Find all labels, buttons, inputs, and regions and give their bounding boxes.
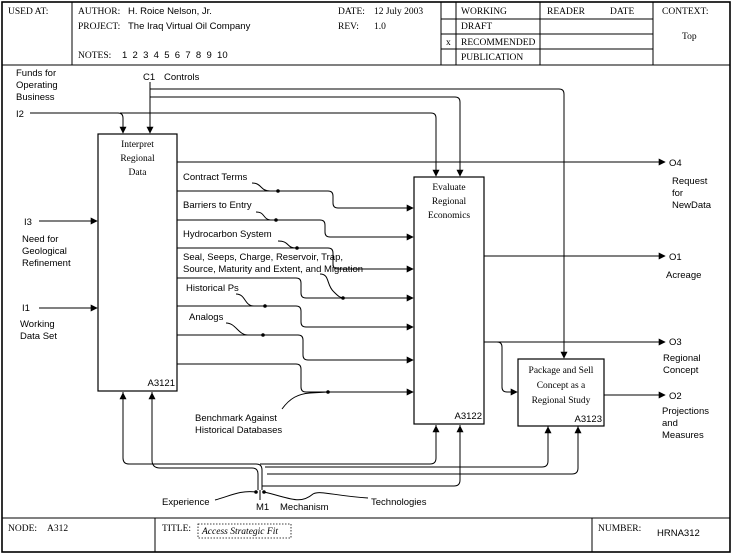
context-value: Top <box>682 32 697 42</box>
date-label: DATE: <box>338 7 365 17</box>
input-i1-desc: Data Set <box>20 331 57 342</box>
input-i3-code: I3 <box>24 217 32 228</box>
input-i1-desc: Working <box>20 319 55 330</box>
control-c1-label: Controls <box>164 72 200 83</box>
mechanism-technologies: Technologies <box>371 497 427 508</box>
context-label: CONTEXT: <box>662 7 709 17</box>
output-o3-desc: Concept <box>663 365 699 376</box>
status-working: WORKING <box>461 7 507 17</box>
output-o1-desc: Acreage <box>666 270 701 281</box>
number-value: HRNA312 <box>657 528 700 539</box>
project-value: The Iraq Virtual Oil Company <box>128 21 251 32</box>
output-o1-code: O1 <box>669 252 682 263</box>
input-i3-desc: Geological <box>22 246 67 257</box>
notes-numbers: 1 2 3 4 5 6 7 8 9 10 <box>122 50 228 61</box>
activity-title-line: Evaluate <box>432 183 465 193</box>
output-o2-desc: Projections <box>662 406 709 417</box>
notes-label: NOTES: <box>78 51 111 61</box>
label-historical-ps: Historical Ps <box>186 283 239 294</box>
activity-title-line: Economics <box>428 211 471 221</box>
project-label: PROJECT: <box>78 22 120 32</box>
output-o4-desc: Request <box>672 176 708 187</box>
activity-box-interpret[interactable]: Interpret Regional Data A3121 <box>97 133 178 392</box>
activity-number: A3122 <box>455 411 482 422</box>
activity-title-line: Concept as a <box>537 381 586 391</box>
footer-frame <box>2 517 730 552</box>
used-at-label: USED AT: <box>8 7 48 17</box>
mechanism-label: Mechanism <box>280 502 329 513</box>
rev-label: REV: <box>338 22 359 32</box>
label-hydrocarbon: Hydrocarbon System <box>183 229 272 240</box>
label-benchmark: Historical Databases <box>195 425 282 436</box>
output-o2-desc: and <box>662 418 678 429</box>
leader-dots <box>254 189 345 494</box>
input-i3-desc: Need for <box>22 234 58 245</box>
output-o4-desc: for <box>672 188 683 199</box>
node-label: NODE: <box>8 524 37 534</box>
title-value[interactable]: Access Strategic Fit <box>201 527 278 537</box>
input-i1-code: I1 <box>22 303 30 314</box>
activity-number: A3123 <box>575 414 602 425</box>
output-o2-code: O2 <box>669 391 682 402</box>
number-label: NUMBER: <box>598 524 641 534</box>
status-draft: DRAFT <box>461 22 492 32</box>
activity-title-line: Regional Study <box>532 396 591 406</box>
author-label: AUTHOR: <box>78 7 120 17</box>
label-barriers: Barriers to Entry <box>183 200 252 211</box>
status-recommended: RECOMMENDED <box>461 38 536 48</box>
input-funds-line: Business <box>16 92 55 103</box>
rev-value: 1.0 <box>374 22 386 32</box>
label-analogs: Analogs <box>189 312 224 323</box>
status-publication: PUBLICATION <box>461 53 523 63</box>
date-value: 12 July 2003 <box>374 7 423 17</box>
output-o3-desc: Regional <box>663 353 701 364</box>
label-contract-terms: Contract Terms <box>183 172 247 183</box>
output-o4-code: O4 <box>669 158 682 169</box>
label-benchmark: Benchmark Against <box>195 413 277 424</box>
mechanism-m1-code: M1 <box>256 502 269 513</box>
activity-title-line: Regional <box>120 154 155 164</box>
label-seal: Seal, Seeps, Charge, Reservoir, Trap, <box>183 252 343 263</box>
output-o3-code: O3 <box>669 337 682 348</box>
output-o4-desc: NewData <box>672 200 712 211</box>
title-label: TITLE: <box>162 524 191 534</box>
reader-date-label: DATE <box>610 7 634 17</box>
reader-label: READER <box>547 7 586 17</box>
input-i3-desc: Refinement <box>22 258 71 269</box>
status-recommended-mark: x <box>446 38 451 48</box>
activity-box-package[interactable]: Package and Sell Concept as a Regional S… <box>517 358 605 427</box>
node-value: A312 <box>47 524 68 534</box>
mechanism-experience: Experience <box>162 497 210 508</box>
input-funds-line: Operating <box>16 80 58 91</box>
input-i2-code: I2 <box>16 109 24 120</box>
control-c1-code: C1 <box>143 72 155 83</box>
activity-number: A3121 <box>148 378 175 389</box>
activity-title-line: Interpret <box>121 140 154 150</box>
activity-box-evaluate[interactable]: Evaluate Regional Economics A3122 <box>413 176 485 425</box>
output-o2-desc: Measures <box>662 430 704 441</box>
activity-title-line: Regional <box>432 197 467 207</box>
title-field[interactable]: Access Strategic Fit <box>197 523 292 539</box>
arrow-network <box>30 82 666 501</box>
author-value: H. Roice Nelson, Jr. <box>128 6 212 17</box>
activity-title-line: Package and Sell <box>529 366 594 376</box>
input-funds-line: Funds for <box>16 68 56 79</box>
activity-title-line: Data <box>129 168 148 178</box>
label-seal: Source, Maturity and Extent, and Migrati… <box>183 264 363 275</box>
